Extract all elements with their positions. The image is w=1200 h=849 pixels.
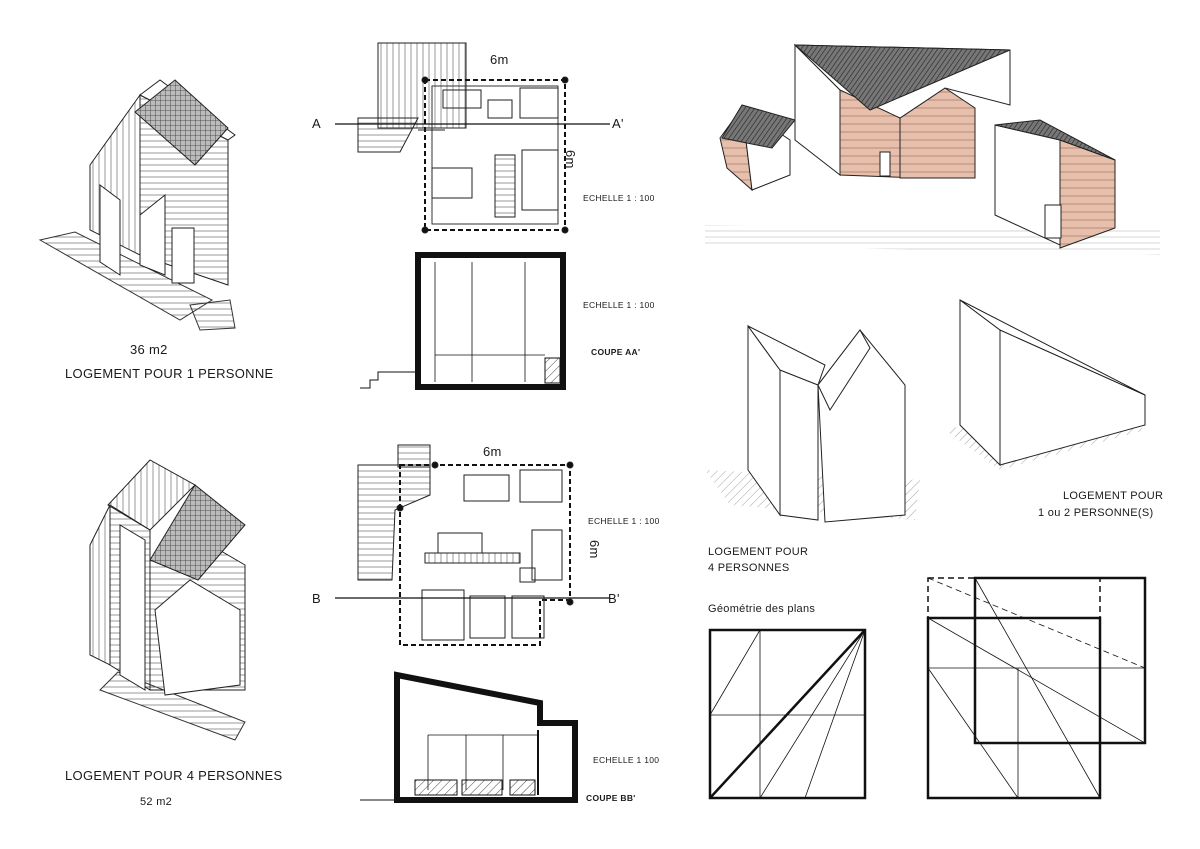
iso-volume-1-2-persons (945, 299, 1146, 470)
label-1-person: LOGEMENT POUR 1 PERSONNE (65, 366, 274, 381)
plan-b-dim-side: 6m (587, 540, 602, 559)
geometry-square-1 (708, 628, 867, 800)
plan-a-scale: ECHELLE 1 : 100 (583, 193, 655, 203)
label-1-2-persons-line2: 1 ou 2 PERSONNE(S) (1038, 507, 1154, 519)
plan-b-scale: ECHELLE 1 : 100 (588, 516, 660, 526)
coupe-a-title: COUPE AA' (591, 347, 641, 357)
section-aa (360, 252, 566, 390)
label-4-persons: LOGEMENT POUR 4 PERSONNES (65, 768, 283, 783)
coupe-b-scale: ECHELLE 1 100 (593, 755, 660, 765)
iso-cluster-colored (705, 43, 1160, 255)
floor-plan-b (335, 444, 610, 646)
iso-house-1-person (38, 79, 236, 331)
plan-a-section-left: A (312, 116, 321, 131)
label-4-persons-right-line2: 4 PERSONNES (708, 562, 790, 574)
iso-house-4-persons (89, 459, 246, 741)
plan-a-dim-side: 6m (563, 150, 578, 169)
geometry-square-2 (926, 576, 1147, 800)
plan-b-section-right: B' (608, 591, 620, 606)
label-1-2-persons-line1: LOGEMENT POUR (1063, 490, 1164, 502)
plan-a-dim-top: 6m (490, 52, 509, 67)
label-4-persons-right-line1: LOGEMENT POUR (708, 546, 809, 558)
coupe-b-title: COUPE BB' (586, 793, 636, 803)
area-1-person: 36 m2 (130, 342, 168, 357)
iso-volume-4-persons (705, 324, 920, 523)
section-bb (360, 671, 578, 803)
geometry-title: Géométrie des plans (708, 603, 816, 615)
floor-plan-a (335, 42, 610, 234)
plan-b-section-left: B (312, 591, 321, 606)
plan-b-dim-top: 6m (483, 444, 502, 459)
coupe-a-scale: ECHELLE 1 : 100 (583, 300, 655, 310)
plan-a-section-right: A' (612, 116, 624, 131)
area-4-persons: 52 m2 (140, 796, 173, 808)
